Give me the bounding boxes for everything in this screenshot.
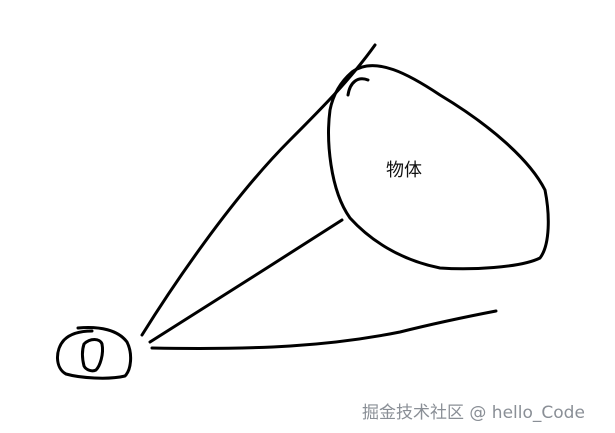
- eye-pupil: [81, 338, 104, 373]
- sight-line-middle: [148, 218, 344, 344]
- sight-line-upper-tick: [346, 77, 370, 97]
- eye-outline: [56, 326, 133, 380]
- sight-line-lower: [150, 309, 498, 350]
- object-label: 物体: [386, 160, 422, 181]
- sight-line-upper: [140, 43, 377, 337]
- watermark-text: 掘金技术社区 @ hello_Code: [362, 403, 585, 423]
- object-outline: [327, 64, 550, 271]
